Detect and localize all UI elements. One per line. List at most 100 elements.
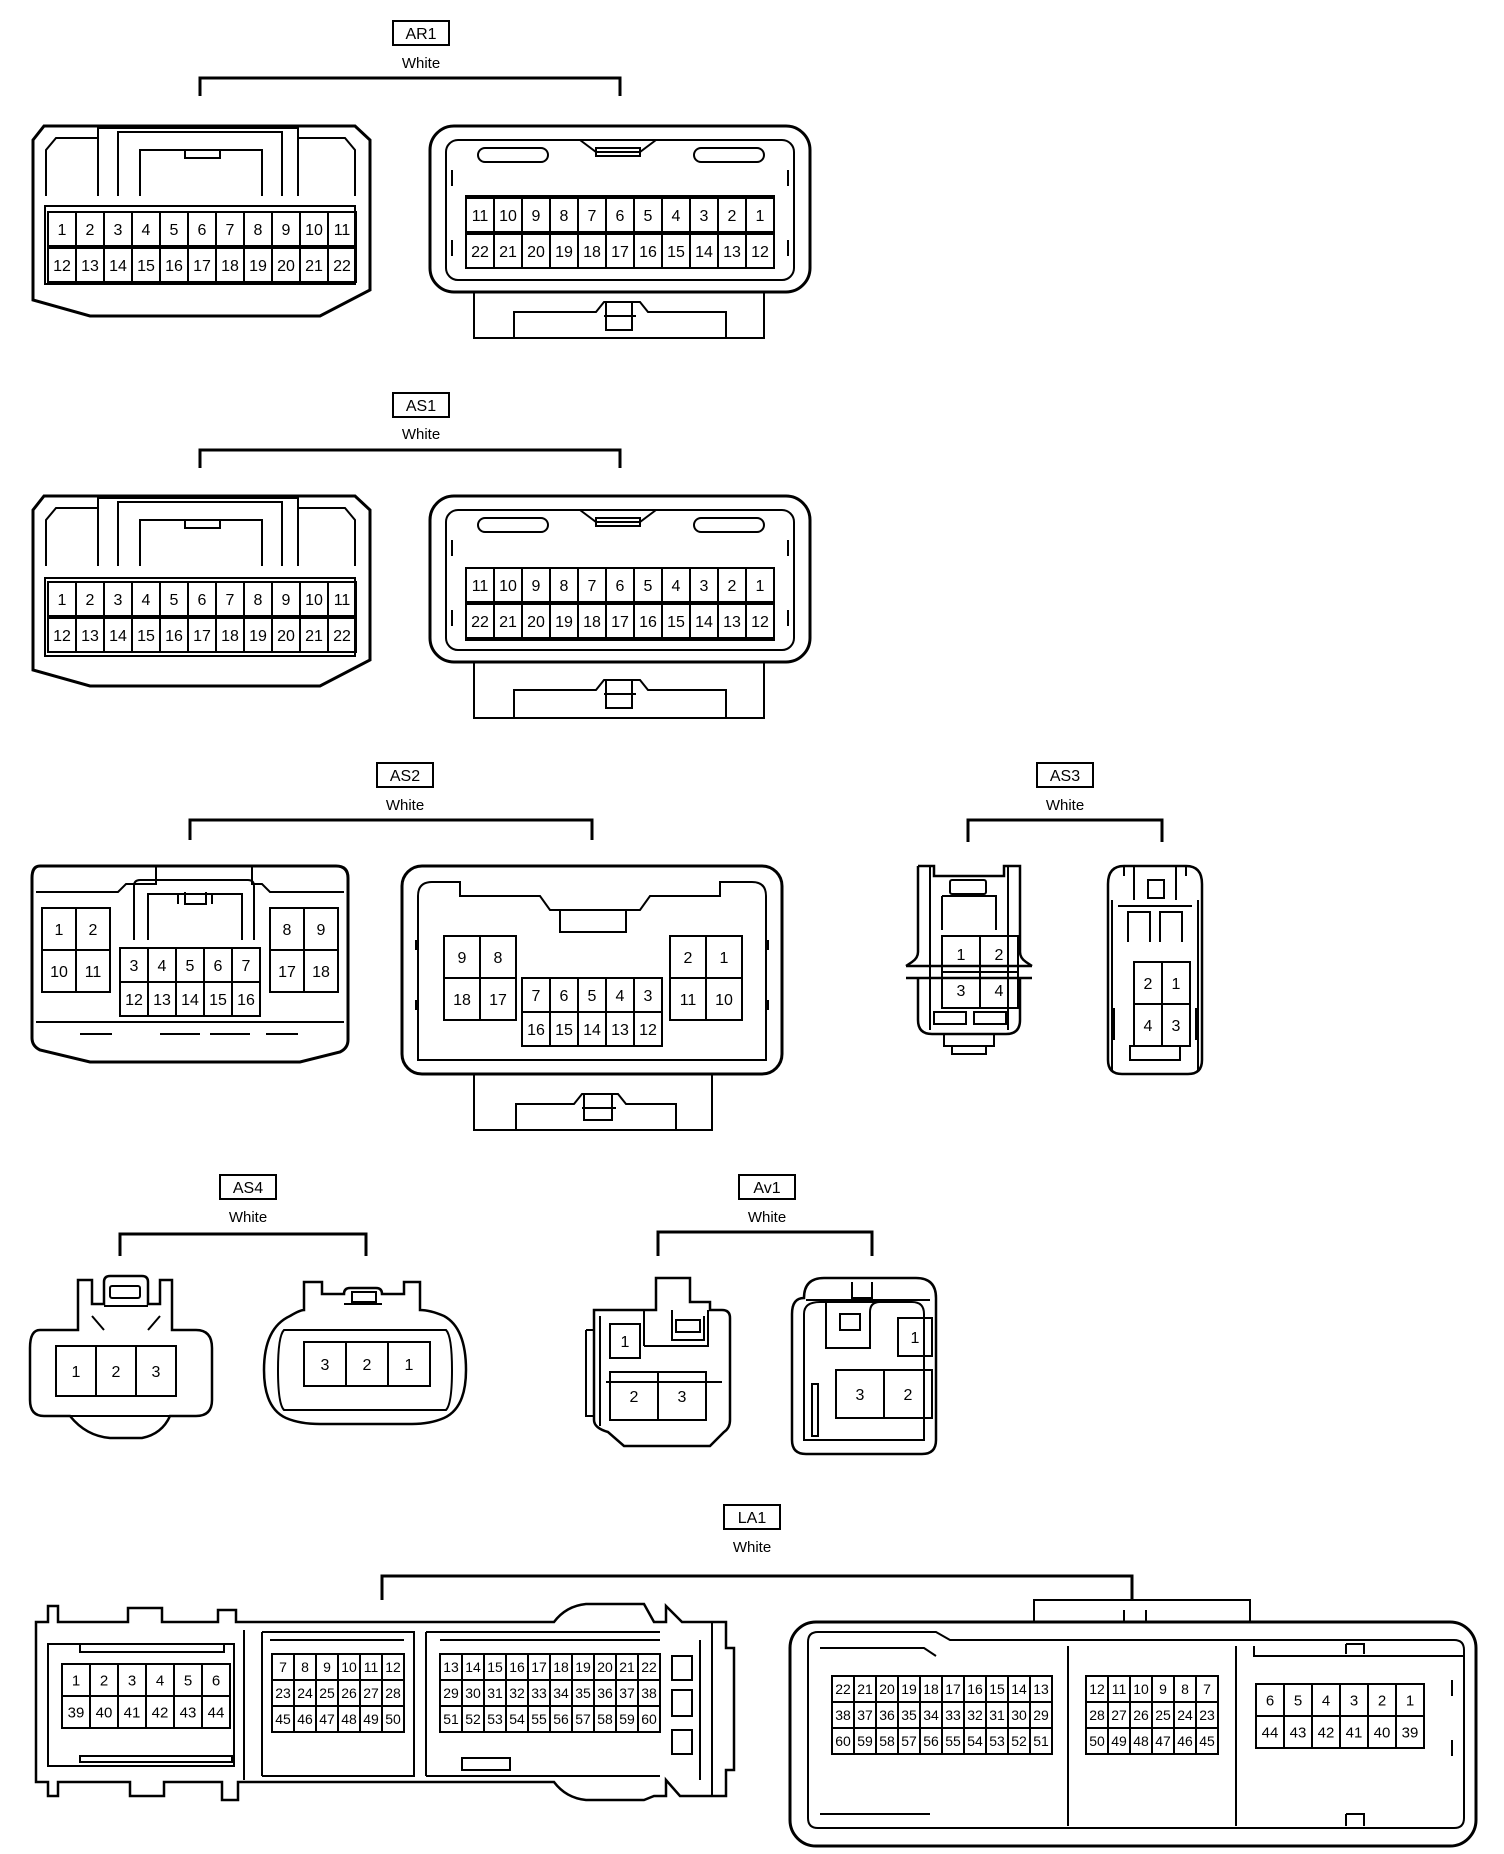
connector-label-av1: Av1 bbox=[738, 1174, 796, 1200]
pin-number: 26 bbox=[1133, 1707, 1149, 1723]
pin-number: 32 bbox=[967, 1707, 983, 1723]
pin-number: 15 bbox=[667, 614, 685, 631]
pin-number: 2 bbox=[100, 1672, 108, 1689]
pin-number: 22 bbox=[835, 1681, 851, 1697]
connector-color-as1: White bbox=[401, 426, 441, 443]
pin-number: 47 bbox=[319, 1711, 335, 1727]
pin-number: 27 bbox=[1111, 1707, 1127, 1723]
pin-number: 11 bbox=[472, 578, 489, 595]
pin-number: 13 bbox=[443, 1659, 459, 1675]
pin-cell bbox=[657, 1371, 707, 1421]
pin-number: 51 bbox=[1033, 1733, 1049, 1749]
pin-number: 21 bbox=[305, 258, 323, 275]
pin-number: 42 bbox=[152, 1704, 169, 1721]
pin-number: 15 bbox=[209, 992, 227, 1009]
pin-number: 13 bbox=[153, 992, 171, 1009]
pin-number: 38 bbox=[835, 1707, 851, 1723]
connector-color-as3: White bbox=[1045, 797, 1085, 814]
pin-number: 51 bbox=[443, 1711, 459, 1727]
pin-number: 5 bbox=[588, 988, 597, 1005]
pin-number: 6 bbox=[560, 988, 569, 1005]
pin-number: 3 bbox=[114, 592, 123, 609]
pin-number: 8 bbox=[254, 592, 263, 609]
pin-number: 30 bbox=[465, 1685, 481, 1701]
pin-number: 1 bbox=[72, 1672, 80, 1689]
pin-number: 18 bbox=[453, 992, 471, 1009]
pin-number: 19 bbox=[575, 1659, 591, 1675]
pin-cell bbox=[609, 1323, 641, 1359]
pin-number: 53 bbox=[487, 1711, 503, 1727]
pin-number: 5 bbox=[170, 592, 179, 609]
pin-number: 11 bbox=[472, 208, 489, 225]
pin-number: 34 bbox=[553, 1685, 569, 1701]
pin-number: 14 bbox=[181, 992, 199, 1009]
pin-number: 10 bbox=[499, 578, 517, 595]
pin-number: 22 bbox=[333, 258, 351, 275]
pin-number: 45 bbox=[1199, 1733, 1215, 1749]
pin-number: 4 bbox=[142, 592, 151, 609]
pin-number: 6 bbox=[212, 1672, 220, 1689]
pin-number: 5 bbox=[184, 1672, 192, 1689]
pin-number: 3 bbox=[856, 1387, 865, 1404]
pin-number: 3 bbox=[321, 1357, 330, 1374]
pin-number: 7 bbox=[279, 1659, 287, 1675]
pin-cell bbox=[979, 971, 1019, 1009]
pin-number: 19 bbox=[249, 628, 267, 645]
pin-number: 2 bbox=[728, 208, 737, 225]
pin-number: 24 bbox=[297, 1685, 313, 1701]
pin-number: 10 bbox=[499, 208, 517, 225]
pin-cell bbox=[327, 581, 357, 617]
pin-number: 21 bbox=[857, 1681, 873, 1697]
pin-number: 2 bbox=[112, 1364, 121, 1381]
pin-number: 7 bbox=[242, 958, 251, 975]
pin-cell bbox=[327, 617, 357, 653]
pin-number: 2 bbox=[904, 1387, 913, 1404]
pin-number: 5 bbox=[170, 222, 179, 239]
pin-number: 58 bbox=[597, 1711, 613, 1727]
pin-number: 16 bbox=[639, 244, 657, 261]
pin-number: 22 bbox=[641, 1659, 657, 1675]
pin-number: 55 bbox=[945, 1733, 961, 1749]
pin-number: 48 bbox=[1133, 1733, 1149, 1749]
pin-number: 1 bbox=[756, 208, 765, 225]
pin-number: 11 bbox=[364, 1659, 379, 1675]
pin-number: 2 bbox=[995, 947, 1004, 964]
pin-number: 3 bbox=[1350, 1692, 1358, 1709]
pin-number: 18 bbox=[221, 628, 239, 645]
pin-number: 8 bbox=[560, 208, 569, 225]
pin-number: 7 bbox=[226, 592, 235, 609]
pin-number: 9 bbox=[458, 950, 467, 967]
pin-number: 12 bbox=[1089, 1681, 1105, 1697]
pin-number: 7 bbox=[1203, 1681, 1211, 1697]
pin-number: 5 bbox=[1294, 1692, 1302, 1709]
pin-number: 44 bbox=[1262, 1724, 1279, 1741]
pin-number: 31 bbox=[989, 1707, 1005, 1723]
pin-number: 4 bbox=[672, 208, 681, 225]
pin-number: 56 bbox=[553, 1711, 569, 1727]
pin-number: 20 bbox=[277, 628, 295, 645]
pin-number: 13 bbox=[611, 1022, 629, 1039]
pin-number: 29 bbox=[1033, 1707, 1049, 1723]
pin-number: 58 bbox=[879, 1733, 895, 1749]
pin-number: 8 bbox=[254, 222, 263, 239]
connector-label-as3: AS3 bbox=[1036, 762, 1094, 788]
pin-number: 18 bbox=[923, 1681, 939, 1697]
pin-cell bbox=[479, 977, 517, 1021]
pin-number: 4 bbox=[1322, 1692, 1330, 1709]
pin-number: 15 bbox=[555, 1022, 573, 1039]
pin-number: 6 bbox=[214, 958, 223, 975]
pin-number: 42 bbox=[1318, 1724, 1335, 1741]
pin-number: 17 bbox=[945, 1681, 961, 1697]
pin-number: 17 bbox=[193, 628, 211, 645]
pin-number: 20 bbox=[879, 1681, 895, 1697]
connector-label-as4: AS4 bbox=[219, 1174, 277, 1200]
pin-cell bbox=[883, 1369, 933, 1419]
pin-number: 2 bbox=[86, 592, 95, 609]
pin-number: 18 bbox=[221, 258, 239, 275]
pin-number: 3 bbox=[1172, 1018, 1181, 1035]
pin-number: 1 bbox=[405, 1357, 414, 1374]
